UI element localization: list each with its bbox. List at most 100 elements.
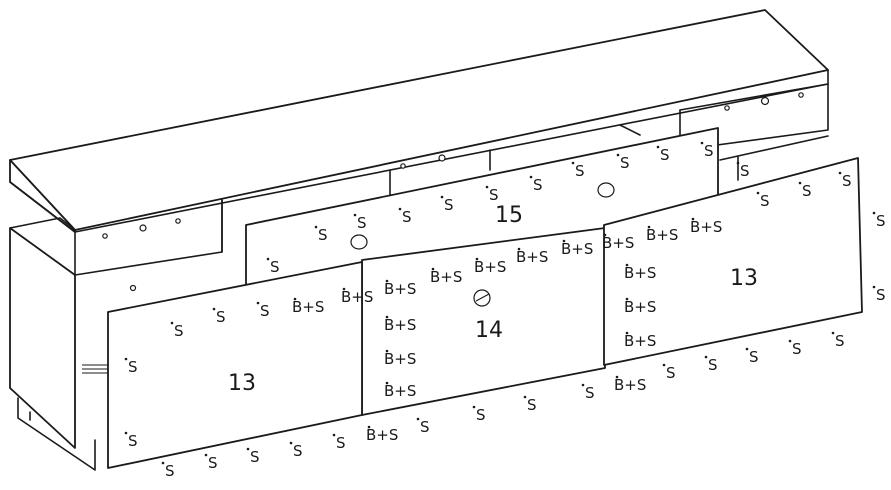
screw-marker: S: [476, 406, 486, 424]
screw-marker: S: [250, 448, 260, 466]
screw-marker-tick: [736, 161, 740, 165]
bracket-screw-marker: B+S: [646, 226, 678, 244]
bracket-screw-marker: B+S: [384, 280, 416, 298]
screw-marker: S: [402, 208, 412, 226]
screw-marker: S: [527, 396, 537, 414]
screw-marker: S: [704, 142, 714, 160]
bracket-screw-marker-tick: [367, 425, 371, 429]
drawer-hole: [102, 233, 108, 239]
screw-marker: S: [128, 432, 138, 450]
panel-15-number: 15: [495, 203, 523, 228]
screw-marker-tick: [700, 141, 704, 145]
bracket-screw-marker: B+S: [341, 288, 373, 306]
screw-marker-tick: [472, 405, 476, 409]
screw-marker-tick: [485, 185, 489, 189]
screw-marker-tick: [656, 145, 660, 149]
screw-marker: S: [760, 192, 770, 210]
screw-marker-tick: [212, 307, 216, 311]
screw-marker-tick: [529, 175, 533, 179]
screw-marker: S: [740, 162, 750, 180]
bracket-screw-marker: B+S: [384, 382, 416, 400]
bracket-screw-marker-tick: [385, 279, 389, 283]
drawer-hole: [760, 96, 770, 106]
bracket-screw-marker-tick: [625, 331, 629, 335]
screw-marker: S: [876, 286, 886, 304]
screw-marker: S: [260, 302, 270, 320]
screw-marker-tick: [756, 191, 760, 195]
screw-marker: S: [336, 434, 346, 452]
bracket-screw-marker-tick: [562, 239, 566, 243]
screw-marker-tick: [246, 447, 250, 451]
bracket-screw-marker: B+S: [474, 258, 506, 276]
screw-marker: S: [660, 146, 670, 164]
screw-marker: S: [165, 462, 175, 480]
bracket-screw-marker-tick: [625, 263, 629, 267]
shelf-hole: [129, 284, 137, 292]
bracket-screw-marker-tick: [385, 381, 389, 385]
screw-marker-tick: [124, 431, 128, 435]
bracket-screw-marker: B+S: [602, 234, 634, 252]
bracket-screw-marker: B+S: [624, 298, 656, 316]
screw-marker: S: [533, 176, 543, 194]
screw-marker-tick: [616, 153, 620, 157]
screw-marker-tick: [523, 395, 527, 399]
screw-marker: S: [270, 258, 280, 276]
bracket-screw-marker-tick: [385, 315, 389, 319]
drawer-hole: [438, 154, 446, 162]
screw-marker: S: [842, 172, 852, 190]
screw-marker-tick: [745, 347, 749, 351]
screw-marker-tick: [170, 321, 174, 325]
screw-marker-tick: [416, 417, 420, 421]
screw-marker-tick: [204, 453, 208, 457]
screw-marker-tick: [353, 213, 357, 217]
bracket-screw-marker-tick: [603, 233, 607, 237]
screw-marker: S: [444, 196, 454, 214]
drawer-hole: [724, 105, 730, 111]
bracket-screw-marker-tick: [647, 225, 651, 229]
bracket-screw-marker-tick: [385, 349, 389, 353]
screw-marker-tick: [256, 301, 260, 305]
panel-14-number: 14: [475, 318, 503, 343]
drawer-hole: [798, 92, 804, 98]
screw-marker-tick: [788, 339, 792, 343]
bracket-screw-marker-tick: [431, 267, 435, 271]
bracket-screw-marker: B+S: [614, 376, 646, 394]
panel-13-right: 13: [603, 157, 863, 366]
screw-marker: S: [666, 364, 676, 382]
screw-marker-tick: [124, 357, 128, 361]
bracket-screw-marker: B+S: [384, 350, 416, 368]
panel-13-left: 13: [107, 261, 363, 469]
screw-marker: S: [792, 340, 802, 358]
screw-marker-tick: [571, 161, 575, 165]
screw-marker-tick: [798, 181, 802, 185]
screw-marker: S: [835, 332, 845, 350]
bracket-screw-marker: B+S: [292, 298, 324, 316]
screw-marker-tick: [662, 363, 666, 367]
bracket-screw-marker: B+S: [366, 426, 398, 444]
leg-left: [17, 397, 96, 471]
screw-marker-tick: [314, 225, 318, 229]
screw-marker-tick: [289, 441, 293, 445]
screw-marker: S: [208, 454, 218, 472]
bracket-screw-marker-tick: [625, 297, 629, 301]
bracket-screw-marker-tick: [293, 297, 297, 301]
drawer-hole: [139, 224, 147, 232]
screw-marker-tick: [581, 383, 585, 387]
screw-marker-tick: [872, 285, 876, 289]
screw-marker: S: [216, 308, 226, 326]
screw-marker: S: [318, 226, 328, 244]
bracket-screw-marker-tick: [517, 247, 521, 251]
bracket-screw-marker-tick: [342, 287, 346, 291]
screw-marker-tick: [704, 355, 708, 359]
screw-marker-tick: [332, 433, 336, 437]
bracket-screw-marker: B+S: [624, 332, 656, 350]
screw-marker: S: [708, 356, 718, 374]
screw-marker-tick: [161, 461, 165, 465]
panel-13-left-number: 13: [228, 371, 256, 396]
screw-marker: S: [293, 442, 303, 460]
bracket-screw-marker: B+S: [516, 248, 548, 266]
screw-marker: S: [620, 154, 630, 172]
bracket-screw-marker-tick: [615, 375, 619, 379]
